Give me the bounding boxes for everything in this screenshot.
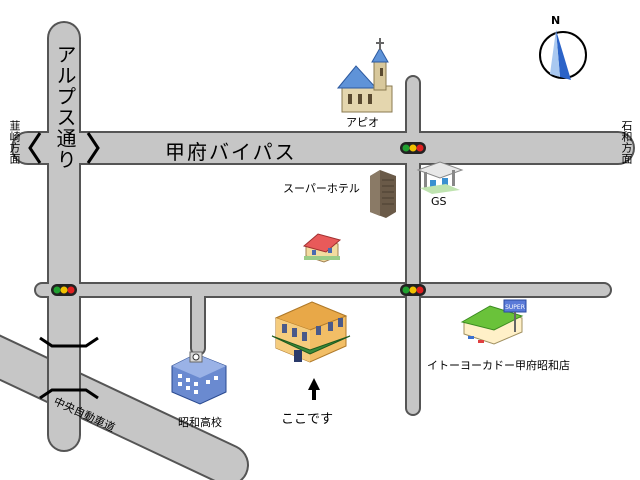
overpass-mark — [28, 132, 100, 164]
here-arrow-icon — [308, 378, 320, 400]
gas-station-label: GS — [431, 195, 447, 208]
traffic-signal-icon — [400, 284, 426, 296]
traffic-signal-icon — [51, 284, 77, 296]
school-building-icon — [171, 351, 227, 405]
ito-yokado-store-icon: SUPER — [460, 299, 527, 345]
north-compass-icon — [539, 30, 587, 80]
super-hotel-icon — [370, 170, 396, 218]
church-apio-icon — [336, 38, 393, 113]
kofu-bypass-label: 甲府バイパス — [165, 140, 297, 164]
super-hotel-label: スーパーホテル — [283, 182, 360, 195]
gas-station-icon — [416, 161, 464, 194]
expressway-crossing-mark — [39, 336, 99, 400]
apio-label: アピオ — [346, 116, 379, 129]
alps-dori-label: アルプス通り — [53, 44, 77, 170]
traffic-signal-icon — [400, 142, 426, 154]
north-mark-label: N — [551, 14, 561, 27]
direction-left-label: 韮崎方面 — [8, 120, 21, 164]
direction-right-label: 石和方面 — [620, 120, 633, 164]
supa-sign-text: SUPER — [505, 304, 525, 311]
school-label: 昭和高校 — [178, 416, 222, 429]
here-label: ここです — [281, 412, 334, 427]
ito-yokado-label: イトーヨーカドー甲府昭和店 — [427, 359, 570, 372]
destination-building-icon — [271, 301, 351, 363]
house-icon — [302, 233, 342, 263]
